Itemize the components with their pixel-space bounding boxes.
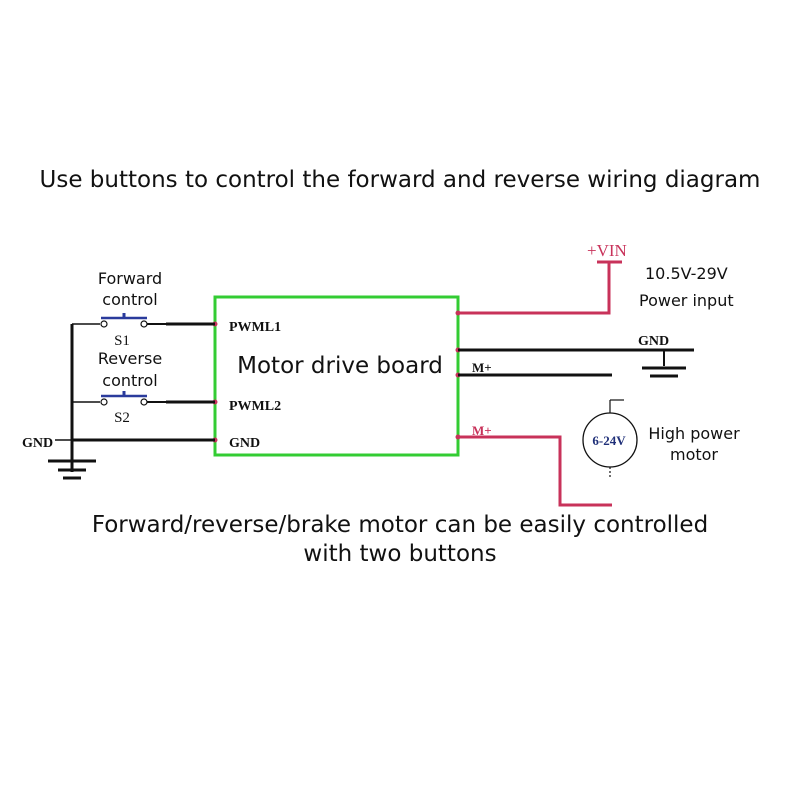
pin-m-plus-top-label: M+: [472, 360, 492, 375]
caption-line-1: Forward/reverse/brake motor can be easil…: [92, 512, 708, 538]
caption-line-2: with two buttons: [303, 541, 496, 567]
pin-gnd-label: GND: [229, 436, 260, 451]
switch-s2-label: S2: [114, 410, 130, 426]
pin-pwml1-label: PWML1: [229, 320, 281, 335]
switch-s1: [100, 313, 166, 328]
switch-s1-label: S1: [114, 333, 130, 349]
gnd-right-label: GND: [638, 334, 669, 349]
gnd-left-label: GND: [22, 436, 53, 451]
motor-voltage-label: 6-24V: [592, 433, 626, 448]
motor-caption-1: High power: [648, 424, 740, 443]
switch-s2-caption-2: control: [102, 371, 157, 390]
switch-s2-caption-1: Reverse: [98, 349, 162, 368]
vin-label: +VIN: [587, 241, 627, 260]
switch-s1-caption-2: control: [102, 290, 157, 309]
ground-symbol-left: [48, 459, 96, 480]
board-label: Motor drive board: [237, 353, 443, 379]
pin-m-plus-bottom-label: M+: [472, 423, 492, 438]
motor-symbol: [582, 399, 638, 478]
wire-m-plus-bottom: [458, 435, 612, 507]
switch-s2: [100, 391, 166, 406]
power-description-text: Power input: [639, 291, 734, 310]
pin-pwml2-label: PWML2: [229, 399, 281, 414]
switch-s1-caption-1: Forward: [98, 269, 162, 288]
diagram-title: Use buttons to control the forward and r…: [40, 167, 761, 193]
wire-vin: [458, 262, 611, 315]
power-range-text: 10.5V-29V: [645, 264, 728, 283]
motor-caption-2: motor: [670, 445, 718, 464]
ground-symbol-right: [642, 350, 686, 378]
